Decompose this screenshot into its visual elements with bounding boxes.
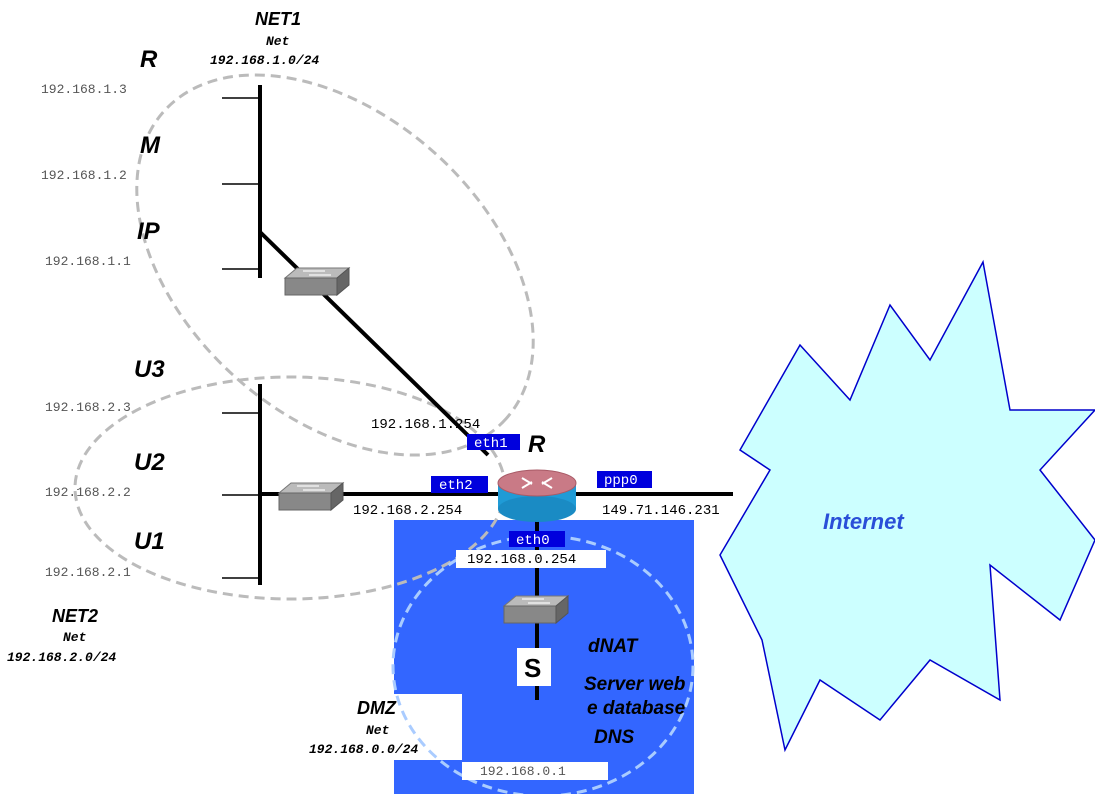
dmz-cidr: 192.168.0.0/24 <box>309 742 418 757</box>
eth2-badge <box>431 476 488 493</box>
net1-subtitle: Net <box>266 34 289 49</box>
net2-host-u2-ip: 192.168.2.2 <box>45 485 131 500</box>
dmz-note-database: e database <box>587 698 686 719</box>
net2-host-u3: U3 <box>134 356 165 383</box>
ppp0-badge <box>597 471 652 488</box>
ppp0-ip: 149.71.146.231 <box>602 503 720 519</box>
net2-cidr: 192.168.2.0/24 <box>7 650 116 665</box>
net1-host-m-ip: 192.168.1.2 <box>41 168 127 183</box>
router-label: R <box>528 431 546 458</box>
eth0-badge <box>509 531 565 547</box>
server-ip: 192.168.0.1 <box>480 764 566 779</box>
net2-subtitle: Net <box>63 630 86 645</box>
server-badge <box>517 648 551 686</box>
dmz-note-dnat: dNAT <box>588 636 639 657</box>
router-icon <box>497 469 577 522</box>
eth0-label: eth0 <box>516 533 550 549</box>
eth0-ip-box <box>456 550 606 568</box>
net1-host-ip: IP <box>137 218 161 245</box>
net1-host-r-ip: 192.168.1.3 <box>41 82 127 97</box>
net1-title: NET1 <box>255 9 301 29</box>
dmz-switch <box>502 594 570 625</box>
net1-host-m: M <box>140 132 161 159</box>
eth2-label: eth2 <box>439 478 473 494</box>
dmz-note-dns: DNS <box>594 727 634 748</box>
server-ip-box <box>462 762 608 780</box>
net2-host-u1-ip: 192.168.2.1 <box>45 565 131 580</box>
net2-host-u3-ip: 192.168.2.3 <box>45 400 131 415</box>
eth1-label: eth1 <box>474 436 508 452</box>
net1-host-r: R <box>140 46 158 73</box>
eth0-ip: 192.168.0.254 <box>467 552 576 568</box>
dmz-label-box <box>300 694 462 760</box>
net2-host-u2: U2 <box>134 449 165 476</box>
eth1-ip: 192.168.1.254 <box>371 417 480 433</box>
server-label: S <box>524 653 541 683</box>
internet-cloud <box>719 259 1095 753</box>
net1-cidr: 192.168.1.0/24 <box>210 53 319 68</box>
eth2-ip: 192.168.2.254 <box>353 503 462 519</box>
dmz-note-server-web: Server web <box>584 674 686 695</box>
net2-host-u1: U1 <box>134 528 165 555</box>
internet-label: Internet <box>823 509 905 534</box>
net2-switch <box>277 481 345 512</box>
net2-title: NET2 <box>52 606 98 626</box>
net1-switch <box>283 266 351 297</box>
ppp0-label: ppp0 <box>604 473 638 489</box>
eth1-badge <box>467 434 520 450</box>
net1-boundary <box>135 73 535 457</box>
dmz-title: DMZ <box>357 698 397 718</box>
net1-host-ip-ip: 192.168.1.1 <box>45 254 131 269</box>
dmz-subtitle: Net <box>366 723 389 738</box>
